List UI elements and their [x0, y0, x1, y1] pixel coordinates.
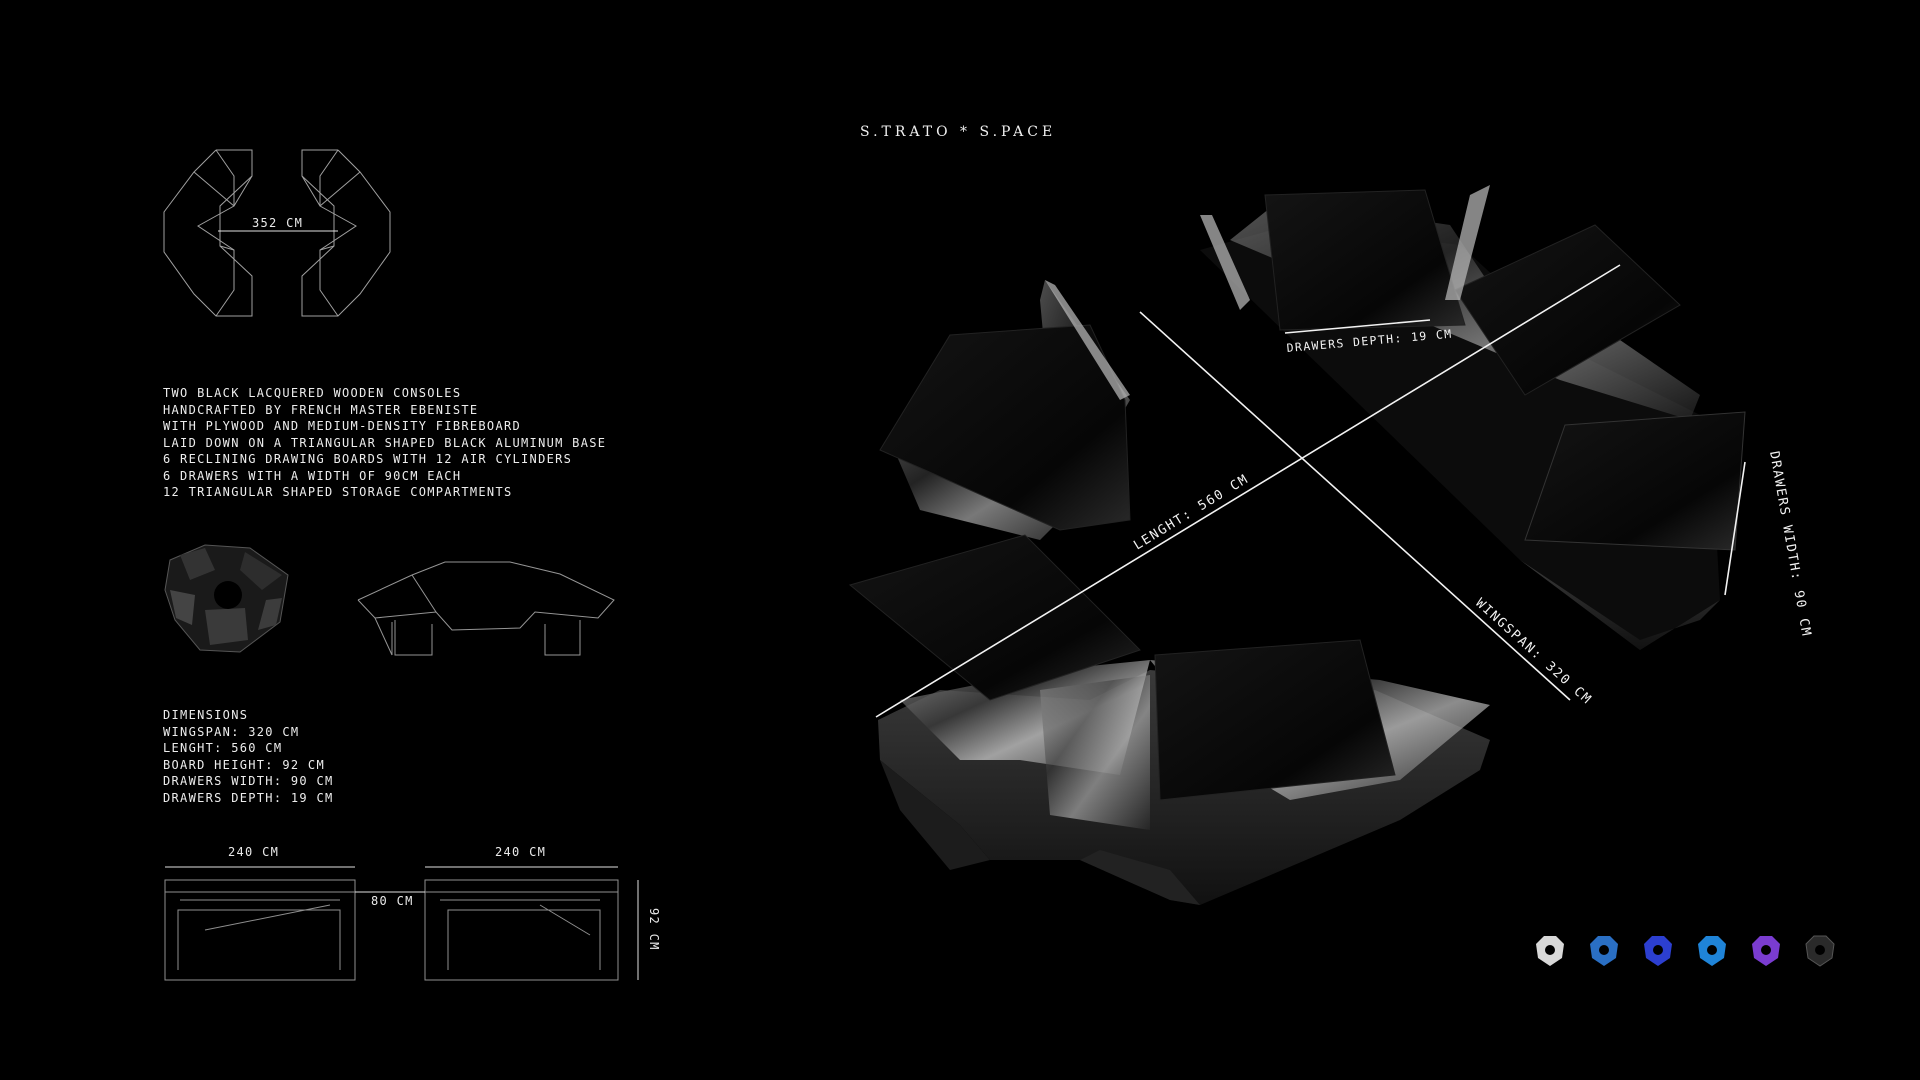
color-option-royal-blue[interactable] [1638, 930, 1678, 970]
color-option-black[interactable] [1800, 930, 1840, 970]
dimension-line: DRAWERS DEPTH: 19 CM [163, 790, 334, 805]
dimension-line: LENGHT: 560 CM [163, 741, 283, 755]
render-dimension-lines [875, 264, 1746, 718]
render-length-label: LENGHT: 560 CM [1131, 472, 1251, 554]
elevation-height-label: 92 CM [647, 908, 661, 951]
elevation-drawing [164, 879, 619, 981]
product-description: TWO BLACK LACQUERED WOODEN CONSOLES HAND… [163, 385, 606, 501]
color-options [1530, 930, 1850, 976]
top-plan-width-label: 352 CM [252, 216, 303, 230]
description-line: WITH PLYWOOD AND MEDIUM-DENSITY FIBREBOA… [163, 419, 522, 433]
description-line: 6 RECLINING DRAWING BOARDS WITH 12 AIR C… [163, 452, 573, 466]
drawing-boards [848, 189, 1746, 801]
technical-drawings: 352 CM 240 CM 240 CM 80 [163, 149, 661, 981]
description-line: 12 TRIANGULAR SHAPED STORAGE COMPARTMENT… [163, 485, 513, 499]
vertical-fins [1045, 185, 1490, 400]
dimension-line: WINGSPAN: 320 CM [163, 724, 300, 739]
render-drawers-width-label: DRAWERS WIDTH: 90 CM [1766, 450, 1814, 638]
dimension-line: BOARD HEIGHT: 92 CM [163, 757, 325, 772]
thumbnail-render [164, 544, 289, 653]
color-option-cyan-blue[interactable] [1692, 930, 1732, 970]
dimensions-heading: DIMENSIONS [163, 708, 249, 722]
render-wingspan-label: WINGSPAN: 320 CM [1472, 596, 1594, 708]
description-line: TWO BLACK LACQUERED WOODEN CONSOLES [163, 386, 462, 400]
color-option-white[interactable] [1530, 930, 1570, 970]
description-line: 6 DRAWERS WITH A WIDTH OF 90CM EACH [163, 468, 462, 483]
description-line: LAID DOWN ON A TRIANGULAR SHAPED BLACK A… [163, 435, 607, 450]
description-line: HANDCRAFTED BY FRENCH MASTER EBENISTE [163, 402, 479, 417]
elevation-right-width-label: 240 CM [495, 845, 546, 859]
dimensions-list: DIMENSIONS WINGSPAN: 320 CM LENGHT: 560 … [163, 707, 334, 806]
dimension-line: DRAWERS WIDTH: 90 CM [163, 774, 334, 788]
perspective-wireframe [357, 561, 615, 656]
elevation-left-width-label: 240 CM [228, 845, 279, 859]
elevation-dimension-lines [165, 866, 639, 980]
page-title: S.TRATO * S.PACE [860, 124, 1057, 140]
color-option-sky-blue[interactable] [1584, 930, 1624, 970]
elevation-gap-label: 80 CM [371, 894, 414, 908]
top-plan-drawing [163, 149, 391, 317]
color-option-violet[interactable] [1746, 930, 1786, 970]
